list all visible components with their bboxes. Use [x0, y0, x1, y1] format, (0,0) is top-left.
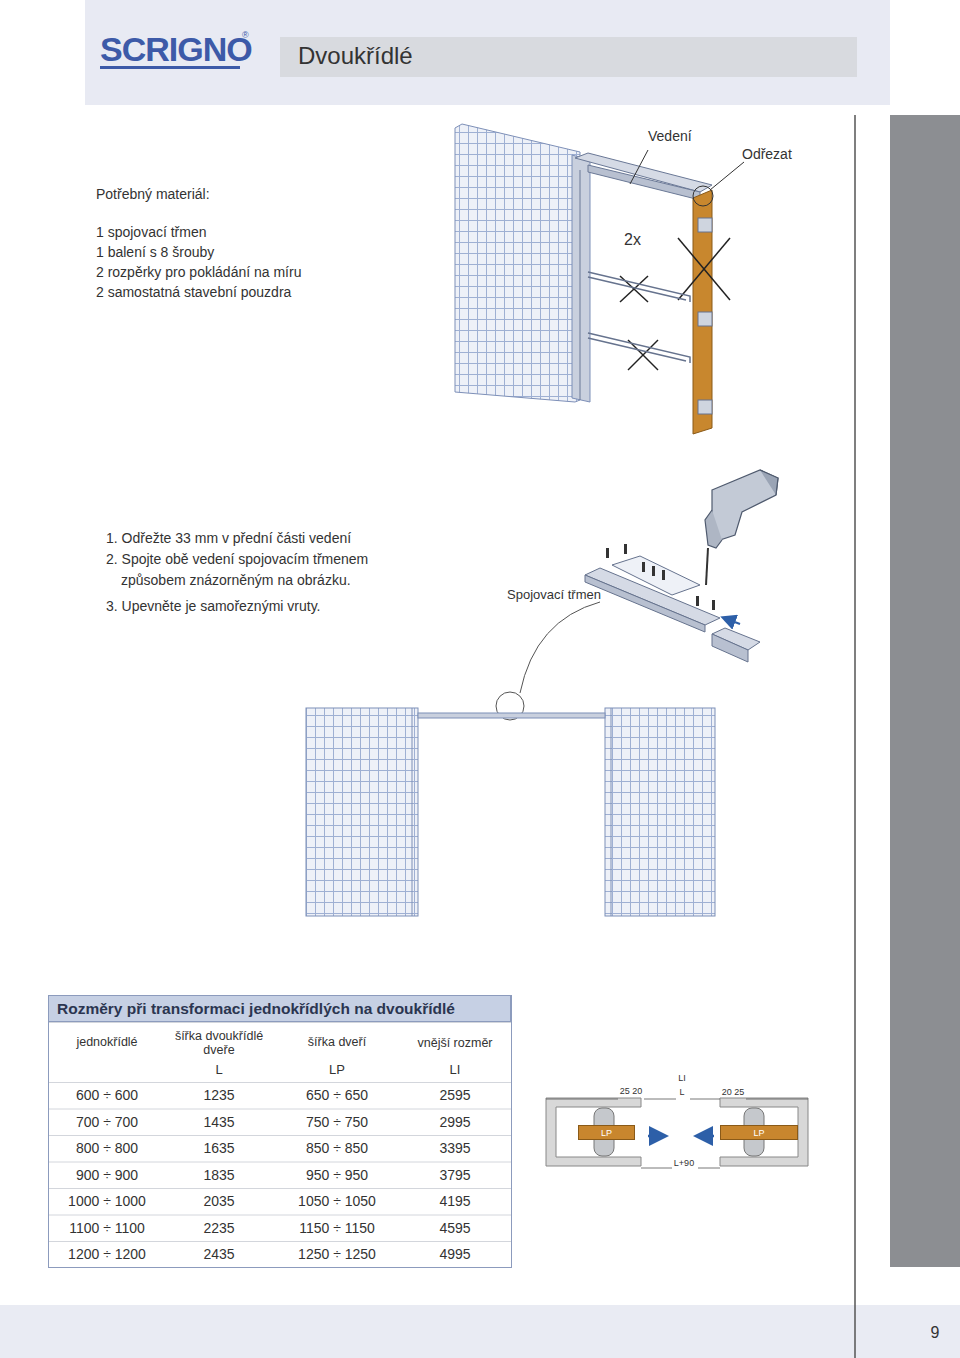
- detail-leader: [520, 602, 600, 693]
- label: 2 rozpěrky pro pokládání na míru: [96, 264, 301, 280]
- table-cell: 750 ÷ 750: [306, 1114, 368, 1130]
- label: 1 balení s 8 šrouby: [96, 244, 214, 260]
- table-cell: 1150 ÷ 1150: [299, 1220, 375, 1236]
- row-line: [49, 1135, 511, 1136]
- label: L+90: [674, 1158, 694, 1168]
- label: Odřezat: [742, 146, 792, 162]
- table-cell: 4595: [439, 1220, 470, 1236]
- table-cell: 650 ÷ 650: [306, 1087, 368, 1103]
- pocket-frames-bottom: [306, 708, 715, 916]
- row-line: [49, 1188, 511, 1189]
- label: Spojovací třmen: [507, 588, 601, 603]
- label: 1 spojovací třmen: [96, 224, 207, 240]
- table-cell: 2595: [439, 1087, 470, 1103]
- row-line: [49, 1162, 511, 1163]
- table-cell: 4995: [439, 1246, 470, 1262]
- table-cell: 2235: [203, 1220, 234, 1236]
- table-cell: LI: [450, 1063, 461, 1078]
- table-cell: L: [215, 1063, 222, 1078]
- table-cell: 1250 ÷ 1250: [298, 1246, 376, 1262]
- page-title: Dvoukřídlé: [298, 42, 413, 70]
- table-cell: 2995: [439, 1114, 470, 1130]
- table-cell: 1235: [203, 1087, 234, 1103]
- screws: [606, 544, 715, 610]
- label: Potřebný materiál:: [96, 186, 210, 202]
- row-line: [49, 1241, 511, 1242]
- table-cell: 600 ÷ 600: [76, 1087, 138, 1103]
- table-heading: Rozměry při transformaci jednokřídlých n…: [48, 995, 511, 1022]
- page-rule: [854, 115, 856, 1358]
- leader-lines: [630, 150, 744, 206]
- cross-out: [620, 238, 730, 370]
- label: L: [679, 1087, 684, 1097]
- direction-arrow: [724, 618, 740, 624]
- row-line: [49, 1022, 511, 1023]
- table-cell: šířka dveří: [308, 1035, 366, 1049]
- header-ground: [85, 0, 890, 105]
- table-cell: 1435: [203, 1114, 234, 1130]
- table-cell: 1200 ÷ 1200: [68, 1246, 146, 1262]
- logo-text: ®: [242, 30, 249, 40]
- spacer-bars: [588, 272, 690, 363]
- table-cell: 1050 ÷ 1050: [298, 1193, 376, 1209]
- table-cell: 3395: [439, 1140, 470, 1156]
- table-cell: 3795: [439, 1167, 470, 1183]
- label: 2 samostatná stavební pouzdra: [96, 284, 291, 300]
- post-hardware: [698, 218, 712, 414]
- label: LI: [678, 1073, 686, 1083]
- row-line: [49, 1109, 511, 1110]
- side-bar: [890, 115, 960, 1267]
- table-cell: 950 ÷ 950: [306, 1167, 368, 1183]
- wooden-post: [693, 190, 712, 434]
- label: 25 20: [620, 1086, 643, 1096]
- label: 2. Spojte obě vedení spojovacím třmenem: [106, 551, 368, 567]
- door-leaf: LP: [578, 1125, 635, 1140]
- table-title: Rozměry při transformaci jednokřídlých n…: [57, 1000, 455, 1018]
- label: 3. Upevněte je samořeznými vruty.: [106, 598, 321, 614]
- row-line: [49, 1082, 511, 1083]
- table-cell: 1100 ÷ 1100: [69, 1220, 145, 1236]
- bracket-detail: [585, 556, 760, 662]
- table-cell: 850 ÷ 850: [306, 1140, 368, 1156]
- title-band: [280, 37, 857, 77]
- table-cell: 900 ÷ 900: [76, 1167, 138, 1183]
- table-grid: [49, 996, 512, 1268]
- label: způsobem znázorněným na obrázku.: [121, 572, 351, 588]
- table-cell: 2035: [203, 1193, 234, 1209]
- label: 1. Odřežte 33 mm v přední části vedení: [106, 530, 351, 546]
- table-cell: LP: [329, 1063, 345, 1078]
- label: 20 25: [722, 1087, 745, 1097]
- label: 9: [931, 1324, 940, 1342]
- table-cell: šířka dvoukřídlé dveře: [164, 1029, 274, 1058]
- table-cell: jednokřídlé: [76, 1035, 137, 1049]
- leaf-label: LP: [753, 1128, 764, 1138]
- row-line: [49, 1215, 511, 1216]
- pocket-frame-top: [455, 124, 712, 402]
- table-cell: 800 ÷ 800: [76, 1140, 138, 1156]
- footer-band: [0, 1305, 960, 1358]
- leaf-label: LP: [601, 1128, 612, 1138]
- table-cell: 2435: [203, 1246, 234, 1262]
- label: Vedení: [648, 128, 692, 144]
- table-cell: 1835: [203, 1167, 234, 1183]
- table-cell: vnější rozměr: [417, 1036, 492, 1050]
- table-cell: 1000 ÷ 1000: [68, 1193, 146, 1209]
- plan-diagram: [546, 1098, 808, 1168]
- drill: [705, 470, 778, 585]
- label: 2x: [624, 231, 641, 249]
- table-cell: 1635: [203, 1140, 234, 1156]
- table-cell: 700 ÷ 700: [76, 1114, 138, 1130]
- logo-text: SCRIGNO: [100, 30, 252, 69]
- door-leaf: LP: [720, 1125, 798, 1140]
- table-cell: 4195: [439, 1193, 470, 1209]
